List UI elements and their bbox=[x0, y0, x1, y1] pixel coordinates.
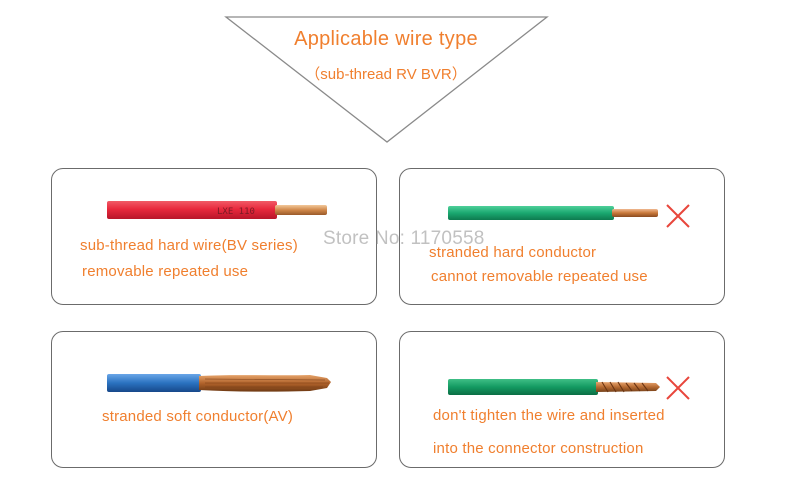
wire-card-bv-series bbox=[51, 168, 377, 305]
store-watermark: Store No: 1170558 bbox=[323, 228, 485, 249]
card-1-caption-line-2: removable repeated use bbox=[82, 263, 249, 280]
card-3-caption-line-1: stranded soft conductor(AV) bbox=[102, 408, 294, 425]
page-subtitle: （sub-thread RV BVR） bbox=[305, 66, 467, 83]
card-4-caption-line-2: into the connector construction bbox=[433, 440, 644, 457]
wire-card-stranded-soft bbox=[51, 331, 377, 468]
card-2-caption-line-1: stranded hard conductor bbox=[429, 244, 597, 261]
green-twisted-wire-image bbox=[448, 379, 660, 395]
cross-icon bbox=[666, 376, 690, 400]
card-1-caption-line-1: sub-thread hard wire(BV series) bbox=[80, 237, 298, 254]
green-stranded-hard-wire-image bbox=[448, 206, 658, 220]
header-triangle bbox=[224, 16, 549, 143]
blue-stranded-soft-wire-image bbox=[107, 374, 331, 392]
card-2-caption-line-2: cannot removable repeated use bbox=[431, 268, 648, 285]
wire-print-text: LXE 110 bbox=[217, 207, 255, 217]
wire-card-stranded-hard bbox=[399, 168, 725, 305]
cross-icon bbox=[666, 204, 690, 228]
page-title: Applicable wire type bbox=[294, 28, 478, 50]
red-solid-wire-image: LXE 110 bbox=[107, 201, 327, 219]
wire-card-twisted bbox=[399, 331, 725, 468]
card-4-caption-line-1: don't tighten the wire and inserted bbox=[433, 407, 665, 424]
